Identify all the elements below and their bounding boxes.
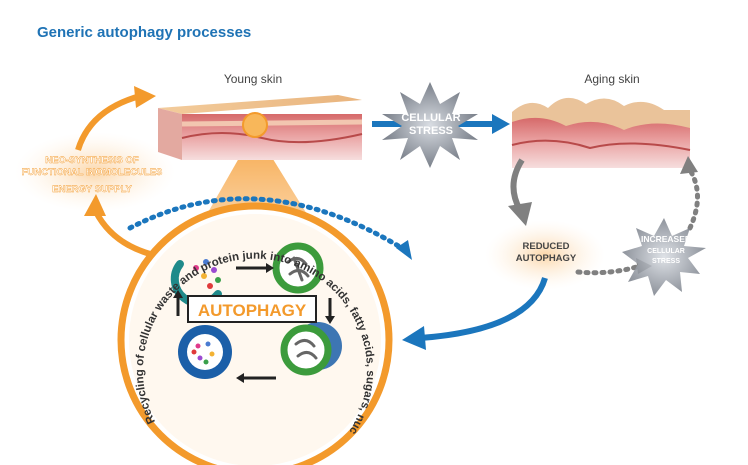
increased-stress-line1: INCREASED bbox=[641, 234, 691, 244]
increased-stress-line3: STRESS bbox=[652, 258, 680, 265]
stress-arrowhead bbox=[492, 114, 510, 134]
autophagy-label: AUTOPHAGY bbox=[198, 301, 307, 320]
energy-supply-label: ENERGY SUPPLY bbox=[52, 184, 132, 195]
orange-arrow-up-head bbox=[134, 86, 156, 108]
increased-stress-burst bbox=[622, 218, 706, 296]
blue-return-arrow bbox=[419, 277, 548, 341]
diagram-title: Generic autophagy processes bbox=[37, 24, 252, 41]
orange-arrow-up bbox=[75, 93, 141, 151]
lysosome-icon bbox=[178, 325, 232, 379]
autophagy-circle bbox=[117, 202, 393, 465]
reduced-autophagy-line2: AUTOPHAGY bbox=[516, 253, 577, 264]
aging-skin-block bbox=[511, 97, 691, 168]
autophagosome-icon bbox=[272, 242, 324, 294]
grey-dotted-up-head bbox=[680, 156, 698, 174]
young-skin-label: Young skin bbox=[224, 72, 282, 86]
neo-synthesis-line1: NEO-SYNTHESIS OF bbox=[45, 155, 139, 166]
grey-dotted-right bbox=[575, 263, 643, 276]
cellular-stress-line1: CELLULAR bbox=[401, 112, 460, 124]
cycle-arrow-right-head bbox=[325, 316, 335, 324]
grey-arrow-down bbox=[510, 158, 525, 212]
grey-dotted-up bbox=[687, 167, 700, 231]
cycle-arrow-bottom-head bbox=[236, 373, 244, 383]
aging-skin-label: Aging skin bbox=[584, 72, 639, 86]
blue-return-arrowhead bbox=[402, 326, 426, 350]
young-skin-block bbox=[158, 95, 363, 160]
left-glow bbox=[15, 132, 175, 212]
cellular-stress-burst bbox=[382, 82, 478, 168]
cycle-arrow-left-head bbox=[173, 290, 183, 298]
neo-synthesis-line2: FUNCTIONAL BIOMOLECULES bbox=[22, 167, 163, 178]
grey-arrow-down-head bbox=[508, 202, 532, 226]
reduced-autophagy-line1: REDUCED bbox=[523, 241, 570, 252]
increased-stress-line2: CELLULAR bbox=[647, 248, 685, 255]
orange-arrow-left-head bbox=[84, 194, 106, 216]
cellular-stress-line2: STRESS bbox=[409, 125, 453, 137]
autolysosome-icon bbox=[280, 322, 342, 376]
reduced-glow bbox=[485, 220, 605, 290]
autophagy-label-box bbox=[187, 295, 317, 323]
blue-dotted-arc bbox=[127, 196, 408, 253]
blue-dotted-arc-head bbox=[396, 240, 412, 260]
cycle-arrow-top-head bbox=[266, 263, 274, 273]
